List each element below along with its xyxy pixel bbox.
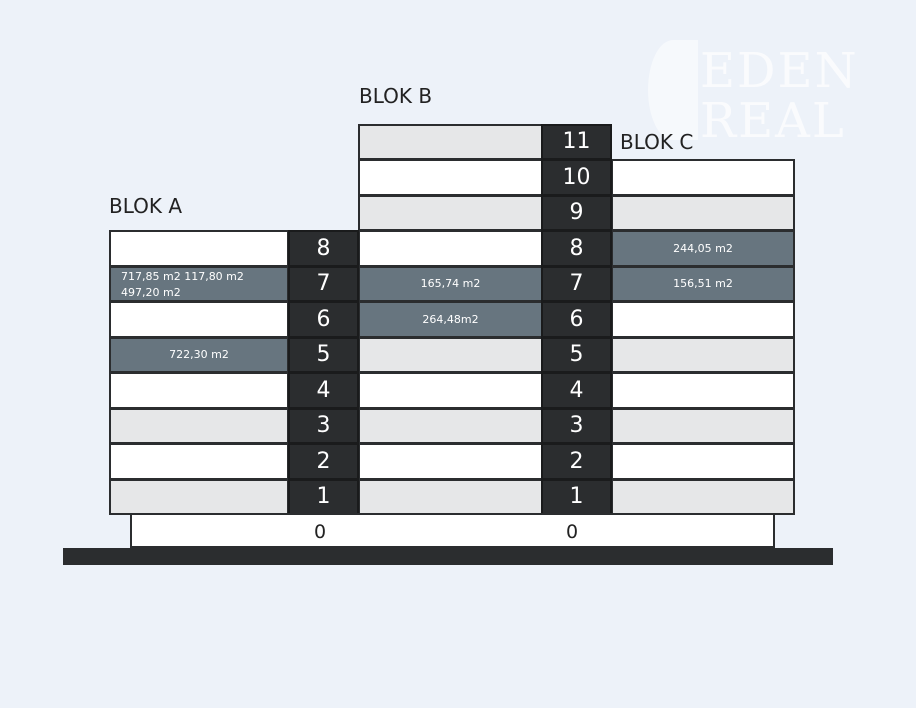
block-a-floor-1-unit[interactable] <box>109 478 289 515</box>
stair-b-floor-number: 4 <box>541 372 612 409</box>
block-c-label: BLOK C <box>620 130 694 154</box>
block-b-floor-10-unit[interactable] <box>358 159 543 196</box>
block-b-floor-3-unit[interactable] <box>358 407 543 444</box>
block-a-label: BLOK A <box>109 194 183 218</box>
stair-b-floor-number: 11 <box>541 123 612 160</box>
ground-floor[interactable] <box>130 513 775 548</box>
block-c-floor-1-unit[interactable] <box>611 478 795 515</box>
block-c-floor-2-unit[interactable] <box>611 443 795 480</box>
stair-b-floor-number: 3 <box>541 407 612 444</box>
block-a-floor-5-unit[interactable]: 722,30 m2 <box>109 336 289 373</box>
block-b-floor-9-unit[interactable] <box>358 194 543 231</box>
block-c-floor-7-unit[interactable]: 156,51 m2 <box>611 265 795 302</box>
block-c-floor-3-unit[interactable] <box>611 407 795 444</box>
unit-area-label: 497,20 m2 <box>121 285 181 299</box>
stair-b-floor-number: 8 <box>541 230 612 267</box>
stair-a-floor-number: 3 <box>288 407 359 444</box>
stair-b-floor-number: 5 <box>541 336 612 373</box>
block-b-floor-6-unit[interactable]: 264,48m2 <box>358 301 543 338</box>
unit-area-label: 165,74 m2 <box>420 277 481 291</box>
stair-b-floor-number: 9 <box>541 194 612 231</box>
block-b-floor-4-unit[interactable] <box>358 372 543 409</box>
block-b-floor-7-unit[interactable]: 165,74 m2 <box>358 265 543 302</box>
ground-floor-a-label: 0 <box>314 521 327 543</box>
stair-b-floor-number: 6 <box>541 301 612 338</box>
stair-a-floor-number: 8 <box>288 230 359 267</box>
block-a-floor-4-unit[interactable] <box>109 372 289 409</box>
block-c-floor-8-unit[interactable]: 244,05 m2 <box>611 230 795 267</box>
block-a-floor-7-unit[interactable]: 717,85 m2 117,80 m2 497,20 m2 <box>109 265 289 302</box>
stair-b-floor-number: 2 <box>541 443 612 480</box>
stair-b-floor-number: 7 <box>541 265 612 302</box>
logo-tree-icon <box>648 40 698 140</box>
stair-a-floor-number: 2 <box>288 443 359 480</box>
unit-area-label: 264,48m2 <box>422 312 479 326</box>
unit-area-label: 244,05 m2 <box>673 241 733 255</box>
logo-line-1: EDEN <box>700 43 859 99</box>
stair-b-floor-number: 10 <box>541 159 612 196</box>
block-b-floor-2-unit[interactable] <box>358 443 543 480</box>
block-c-floor-9-unit[interactable] <box>611 194 795 231</box>
stair-a-floor-number: 1 <box>288 478 359 515</box>
stair-a-floor-number: 6 <box>288 301 359 338</box>
block-b-label: BLOK B <box>359 84 433 108</box>
base-foundation <box>63 548 833 565</box>
block-b-floor-11-unit[interactable] <box>358 123 543 160</box>
block-b-floor-1-unit[interactable] <box>358 478 543 515</box>
block-c-floor-5-unit[interactable] <box>611 336 795 373</box>
stair-a-floor-number: 4 <box>288 372 359 409</box>
block-b-floor-8-unit[interactable] <box>358 230 543 267</box>
unit-area-label: 717,85 m2 117,80 m2 <box>121 269 244 283</box>
block-c-floor-10-unit[interactable] <box>611 159 795 196</box>
ground-floor-b-label: 0 <box>566 521 579 543</box>
block-a-floor-8-unit[interactable] <box>109 230 289 267</box>
logo: EDEN REAL <box>700 46 859 146</box>
unit-area-label: 722,30 m2 <box>169 348 229 362</box>
block-a-floor-2-unit[interactable] <box>109 443 289 480</box>
block-c-floor-6-unit[interactable] <box>611 301 795 338</box>
unit-area-label: 156,51 m2 <box>673 277 733 291</box>
stair-b-floor-number: 1 <box>541 478 612 515</box>
block-b-floor-5-unit[interactable] <box>358 336 543 373</box>
logo-line-2: REAL <box>700 93 846 149</box>
block-a-floor-6-unit[interactable] <box>109 301 289 338</box>
stair-a-floor-number: 5 <box>288 336 359 373</box>
stair-a-floor-number: 7 <box>288 265 359 302</box>
block-a-floor-3-unit[interactable] <box>109 407 289 444</box>
block-c-floor-4-unit[interactable] <box>611 372 795 409</box>
